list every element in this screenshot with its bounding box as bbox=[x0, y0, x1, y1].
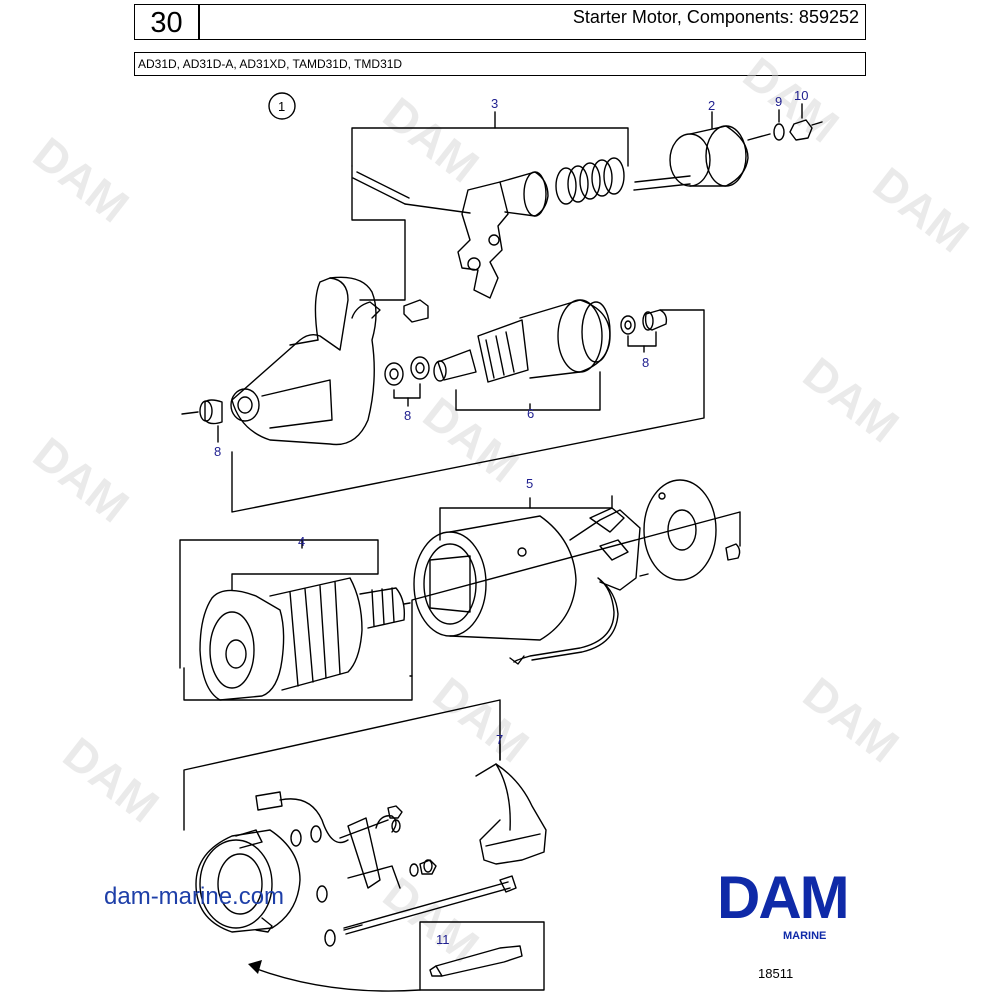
pinion-clutch bbox=[433, 299, 611, 383]
end-plate bbox=[643, 479, 717, 581]
solenoid bbox=[633, 125, 771, 191]
callout-8c: 8 bbox=[642, 355, 649, 370]
callout-9: 9 bbox=[775, 94, 782, 109]
drive-end-housing bbox=[230, 276, 381, 446]
washer-c bbox=[620, 315, 636, 335]
section-number: 30 bbox=[150, 7, 183, 39]
svg-text:DAM: DAM bbox=[424, 667, 539, 772]
brush-holder bbox=[255, 791, 401, 889]
end-cover bbox=[195, 829, 301, 933]
title-box: Starter Motor, Components: 859252 bbox=[199, 4, 866, 40]
callout-11: 11 bbox=[436, 932, 450, 947]
engine-models: AD31D, AD31D-A, AD31XD, TAMD31D, TMD31D bbox=[138, 57, 403, 71]
svg-text:DAM: DAM bbox=[864, 157, 979, 262]
svg-text:DAM: DAM bbox=[24, 427, 139, 532]
section-number-box: 30 bbox=[134, 4, 199, 40]
bushing-right bbox=[642, 309, 668, 331]
models-box: AD31D, AD31D-A, AD31XD, TAMD31D, TMD31D bbox=[134, 52, 866, 76]
svg-text:DAM: DAM bbox=[54, 727, 169, 832]
group-marker-label: 1 bbox=[278, 99, 285, 114]
nut-10 bbox=[789, 119, 813, 141]
return-spring bbox=[555, 157, 625, 205]
washer-a bbox=[384, 362, 404, 386]
bracket-8b bbox=[393, 383, 421, 399]
svg-text:DAM: DAM bbox=[794, 667, 909, 772]
group-marker-circle bbox=[268, 92, 296, 120]
website-link[interactable]: dam-marine.com bbox=[104, 883, 285, 910]
callout-frame-3-left bbox=[351, 165, 406, 301]
dam-logo-subtitle: MARINE bbox=[783, 930, 827, 942]
bushing-left bbox=[199, 399, 223, 425]
frame-cover bbox=[183, 699, 501, 831]
bracket-6 bbox=[455, 371, 601, 411]
protective-cover bbox=[475, 763, 547, 865]
washers-lower bbox=[290, 805, 437, 947]
clip bbox=[403, 299, 429, 323]
callout-3: 3 bbox=[491, 96, 498, 111]
svg-text:DAM: DAM bbox=[734, 47, 849, 152]
field-housing bbox=[413, 507, 641, 665]
callout-7: 7 bbox=[496, 732, 503, 747]
washer-9 bbox=[773, 123, 785, 141]
svg-text:DAM: DAM bbox=[374, 87, 489, 192]
callout-8b: 8 bbox=[404, 408, 411, 423]
arrow-curve bbox=[253, 967, 421, 992]
svg-text:DAM: DAM bbox=[794, 347, 909, 452]
page-title: Starter Motor, Components: 859252 bbox=[572, 7, 859, 27]
small-bushing bbox=[725, 543, 741, 561]
bracket-8c bbox=[627, 331, 657, 347]
callout-6: 6 bbox=[527, 406, 534, 421]
dam-logo: DAM bbox=[717, 864, 850, 931]
callout-labels: 1 2 3 4 5 6 7 8 8 8 9 10 11 bbox=[214, 88, 808, 947]
through-bolt bbox=[343, 875, 517, 935]
frame-drive bbox=[231, 309, 705, 513]
washer-b bbox=[410, 356, 430, 380]
callout-frame-3 bbox=[351, 127, 629, 167]
plunger-rod bbox=[352, 171, 471, 214]
callout-8a: 8 bbox=[214, 444, 221, 459]
illustration-reference: 18511 bbox=[758, 966, 794, 981]
svg-text:DAM: DAM bbox=[24, 127, 139, 232]
armature bbox=[199, 577, 411, 701]
callout-2: 2 bbox=[708, 98, 715, 113]
arrow-head bbox=[248, 960, 262, 974]
svg-text:DAM: DAM bbox=[414, 387, 529, 492]
frame-5 bbox=[439, 495, 613, 541]
callout-4: 4 bbox=[298, 534, 305, 549]
frame-lower bbox=[183, 667, 413, 701]
grease-box bbox=[419, 921, 545, 991]
callout-10: 10 bbox=[794, 88, 808, 103]
solenoid-plunger bbox=[499, 171, 549, 217]
shift-fork bbox=[457, 181, 509, 299]
callout-5: 5 bbox=[526, 476, 533, 491]
frame-armature bbox=[179, 539, 379, 669]
